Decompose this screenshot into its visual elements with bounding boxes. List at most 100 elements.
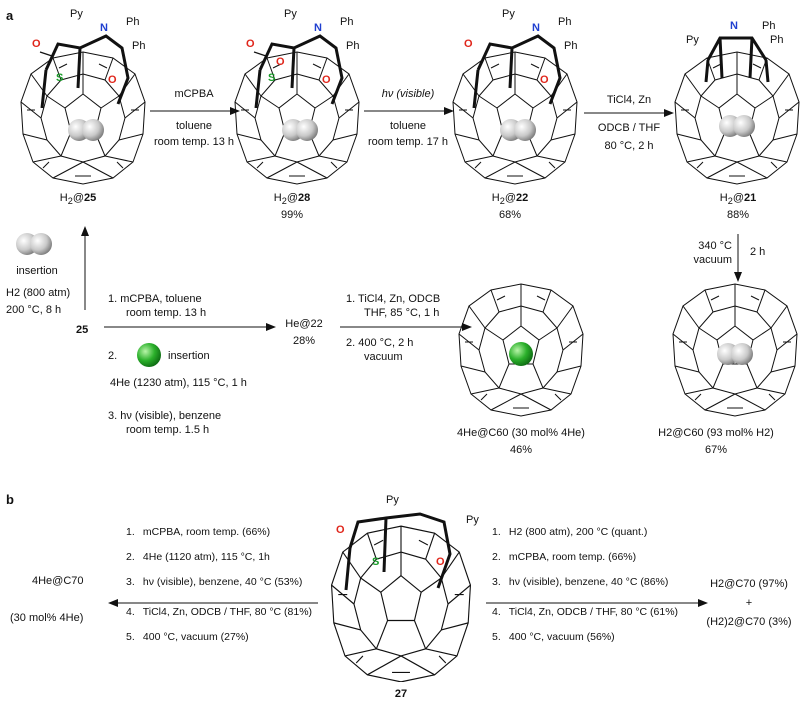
- arrow1-solvent: toluene: [175, 120, 213, 132]
- atom-n: N: [314, 22, 322, 34]
- arrow2-reagent: hν (visible): [381, 88, 435, 100]
- atom-ph: Ph: [558, 16, 572, 28]
- left-step-2: 2. 4He (1120 atm), 115 °C, 1h: [126, 551, 270, 563]
- atom-py: Py: [686, 34, 699, 46]
- molecule-he-c60: [454, 280, 588, 420]
- compound-label-h2-21: H2@21: [719, 192, 757, 207]
- atom-ph: Ph: [770, 34, 784, 46]
- arrow3-reagent: TiCl4, Zn: [606, 94, 652, 106]
- atom-py: Py: [502, 8, 515, 20]
- atom-o: O: [32, 38, 41, 50]
- panel-label-a: a: [6, 8, 14, 23]
- reaction-arrow-right: [486, 599, 708, 607]
- he-c70-label: 4He@C70: [32, 575, 84, 587]
- insertion-label: insertion: [16, 265, 58, 277]
- atom-o: O: [322, 74, 331, 86]
- atom-o: O: [246, 38, 255, 50]
- left-step-4: 4. TiCl4, Zn, ODCB / THF, 80 °C (81%): [126, 606, 313, 618]
- h2-insertion-icon: [10, 226, 60, 265]
- he-step4: 1. TiCl4, Zn, ODCB: [346, 293, 441, 305]
- he-step1-conditions: room temp. 13 h: [126, 307, 207, 319]
- molecule-h2-21: [672, 8, 800, 188]
- arrow1-conditions: room temp. 13 h: [153, 136, 235, 148]
- atom-o: O: [540, 74, 549, 86]
- he-22-yield: 28%: [292, 335, 316, 347]
- compound-label-h2-25: H2@25: [59, 192, 97, 207]
- he-step3-conditions: room temp. 1.5 h: [126, 424, 210, 436]
- molecule-27: [316, 492, 486, 682]
- atom-n: N: [532, 22, 540, 34]
- atom-py: Py: [386, 494, 399, 506]
- left-step-5: 5. 400 °C, vacuum (27%): [126, 631, 249, 643]
- helium-icon: [136, 342, 162, 371]
- reaction-arrow-left: [108, 599, 318, 607]
- he-c70-ratio: (30 mol% 4He): [10, 612, 84, 624]
- atom-o: O: [336, 524, 345, 536]
- atom-ph: Ph: [346, 40, 360, 52]
- atom-ph: Ph: [564, 40, 578, 52]
- reaction-arrow-1: [150, 107, 240, 115]
- right-step-1: 1. H2 (800 atm), 200 °C (quant.): [492, 526, 648, 538]
- atom-n: N: [730, 20, 738, 32]
- left-steps-list: 1. mCPBA, room temp. (66%) 2. 4He (1120 …: [126, 526, 312, 656]
- atom-py: Py: [466, 514, 479, 526]
- he-c60-yield: 46%: [509, 444, 533, 456]
- reaction-arrow-he2: [340, 323, 472, 331]
- atom-ph: Ph: [762, 20, 776, 32]
- reaction-arrow-he: [104, 323, 276, 331]
- reaction-arrow-up: [81, 226, 89, 310]
- insertion-pressure: H2 (800 atm): [6, 287, 71, 299]
- right-step-5: 5. 400 °C, vacuum (56%): [492, 631, 615, 643]
- right-step-2: 2. mCPBA, room temp. (66%): [492, 551, 637, 563]
- h2-c60-yield: 67%: [704, 444, 728, 456]
- molecule-h2-28: [232, 8, 362, 188]
- molecule-h2-c60: [668, 280, 800, 420]
- atom-py: Py: [70, 8, 83, 20]
- atom-n: N: [100, 22, 108, 34]
- right-steps-list: 1. H2 (800 atm), 200 °C (quant.) 2. mCPB…: [492, 526, 678, 656]
- compound-label-h2-28: H2@28: [273, 192, 311, 207]
- yield-h2-28: 99%: [280, 209, 304, 221]
- molecule-h2-25: [18, 8, 148, 188]
- he-step2: 2.: [108, 350, 118, 362]
- compound-27: 27: [394, 688, 408, 700]
- molecule-h2-22: [450, 8, 580, 188]
- atom-ph: Ph: [126, 16, 140, 28]
- left-step-1: 1. mCPBA, room temp. (66%): [126, 526, 271, 538]
- he-step3: 3. hν (visible), benzene: [108, 410, 222, 422]
- h2-c70-label: H2@C70 (97%): [710, 578, 788, 590]
- reaction-arrow-2: [364, 107, 454, 115]
- h2-2-c70-label: (H2)2@C70 (3%): [706, 616, 792, 628]
- he-c60-label: 4He@C60 (30 mol% 4He): [457, 427, 585, 439]
- atom-o: O: [108, 74, 117, 86]
- atom-o: O: [464, 38, 473, 50]
- arrow2-solvent: toluene: [389, 120, 427, 132]
- compound-25: 25: [76, 324, 89, 336]
- he-step5-conditions: vacuum: [364, 351, 403, 363]
- arrow2-conditions: room temp. 17 h: [367, 136, 449, 148]
- h2-c60-label: H2@C60 (93 mol% H2): [658, 427, 774, 439]
- atom-s: S: [268, 72, 276, 84]
- he-step1: 1. mCPBA, toluene: [108, 293, 202, 305]
- down-arrow-vacuum: vacuum: [693, 254, 732, 266]
- left-step-3: 3. hν (visible), benzene, 40 °C (53%): [126, 576, 303, 588]
- atom-py: Py: [284, 8, 297, 20]
- atom-s: S: [372, 556, 380, 568]
- atom-o-sulfoxide: O: [276, 56, 285, 68]
- right-step-3: 3. hν (visible), benzene, 40 °C (86%): [492, 576, 669, 588]
- down-arrow-temp: 340 °C: [698, 240, 732, 252]
- arrow1-reagent: mCPBA: [174, 88, 214, 100]
- plus-sign: +: [745, 597, 753, 609]
- he-step2-conditions: 4He (1230 atm), 115 °C, 1 h: [110, 377, 247, 389]
- down-arrow-time: 2 h: [750, 246, 766, 258]
- reaction-arrow-down: [734, 234, 742, 282]
- insertion-temp: 200 °C, 8 h: [6, 304, 62, 316]
- right-step-4: 4. TiCl4, Zn, ODCB / THF, 80 °C (61%): [492, 606, 679, 618]
- arrow3-conditions: 80 °C, 2 h: [604, 140, 654, 152]
- compound-label-h2-22: H2@22: [491, 192, 529, 207]
- atom-ph: Ph: [132, 40, 146, 52]
- he-step4-conditions: THF, 85 °C, 1 h: [364, 307, 440, 319]
- he-22-label: He@22: [285, 318, 323, 330]
- atom-o: O: [436, 556, 445, 568]
- arrow3-solvent: ODCB / THF: [597, 122, 661, 134]
